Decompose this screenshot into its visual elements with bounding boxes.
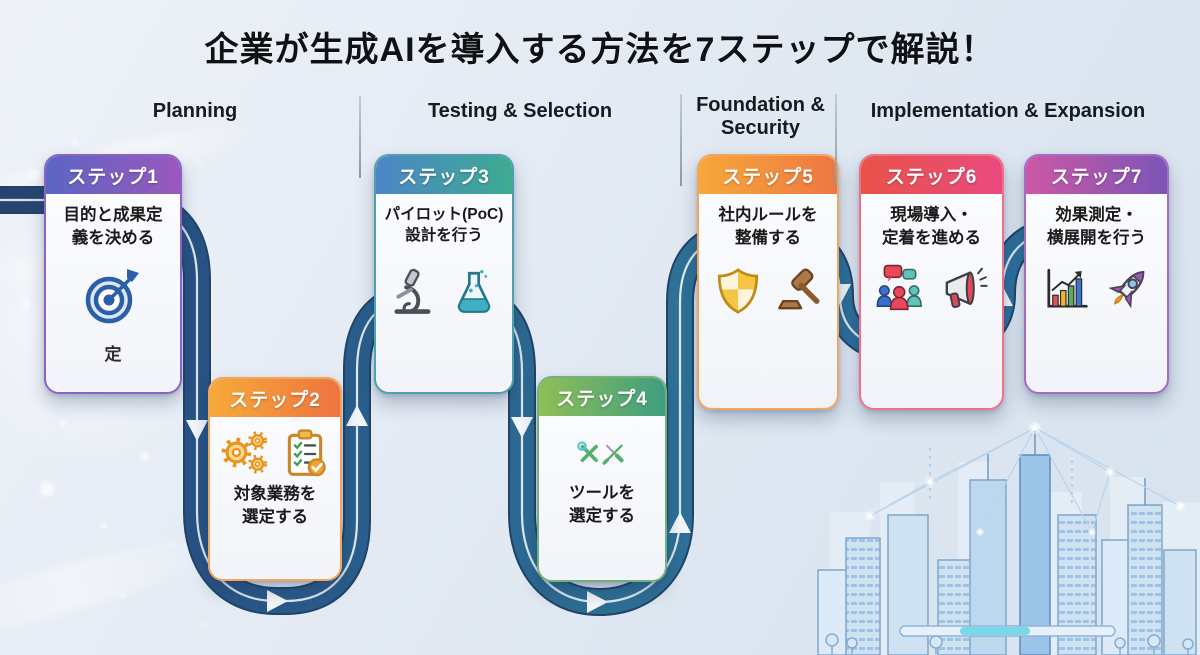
bokeh-dot [120,592,126,598]
step-note: 定 [104,344,122,364]
step-badge-label: ステップ7 [1050,166,1143,188]
phase-label-testing-selection: Testing & Selection [427,100,613,122]
step-badge: ステップ1 [46,156,180,194]
arrow-down [511,417,533,438]
clipboard-icon [287,429,326,477]
step-card-3: ステップ3 パイロット(PoC) 設計を行う [374,154,514,394]
arrow-down [186,420,208,441]
arrow-up [669,512,691,533]
step-title: 社内ルールを 整備する [718,206,818,247]
section-divider [680,94,682,186]
step-title: ツールを 選定する [569,484,635,525]
gears-icon [221,431,268,474]
people-icon [876,264,922,310]
step-badge: ステップ4 [539,378,665,416]
step-card-1: ステップ1 目的と成果定 義を決める 定 [44,154,182,394]
city-skyline-illustration [817,422,1200,655]
step-card-7: ステップ7 効果測定・ 横展開を行う [1024,154,1169,394]
step-card-4: ステップ4 ツールを 選定する [537,376,667,582]
step-title: 現場導入・ 定着を進める [882,206,981,247]
gavel-icon [778,268,820,309]
step-badge-label: ステップ4 [556,388,648,410]
target-icon [85,268,139,323]
step-badge-label: ステップ1 [67,166,159,188]
step-badge-label: ステップ2 [229,389,321,411]
step-card-6: ステップ6 現場導入・ 定着を進める [859,154,1004,410]
bokeh-dot [140,452,149,461]
bokeh-dot [60,420,66,426]
bokeh-dot [22,300,30,308]
arrow-right [587,591,608,613]
arrow-up [346,405,368,426]
arrow-right [267,590,288,612]
section-divider [359,96,361,178]
step-title: パイロット(PoC) 設計を行う [384,206,504,245]
flask-icon [457,269,491,313]
bokeh-dot [202,622,207,627]
bokeh-dot [170,542,175,547]
bokeh-dot [100,522,107,529]
step-card-5: ステップ5 社内ルールを 整備する [697,154,839,410]
phase-label-foundation-security: Foundation & Security [696,94,825,139]
bokeh-dot [40,482,54,496]
step-badge: ステップ3 [376,156,512,194]
flow-arrows [186,284,1013,613]
chart-icon [1046,268,1088,308]
shield-icon [717,267,759,314]
section-divider [835,94,837,186]
step-badge-label: ステップ6 [885,166,978,188]
step-badge: ステップ6 [861,156,1002,194]
megaphone-icon [945,267,988,308]
page-title: 企業が生成AIを導入する方法を7ステップで解説！ [204,31,996,69]
microscope-icon [394,268,431,314]
step-badge-label: ステップ5 [722,166,814,188]
step-badge-label: ステップ3 [398,166,490,188]
step-title: 効果測定・ 横展開を行う [1047,206,1146,247]
step-card-2: ステップ2 [208,377,342,581]
step-badge: ステップ2 [210,379,340,417]
step-badge: ステップ7 [1026,156,1167,194]
step-badge: ステップ5 [699,156,837,194]
step-title: 対象業務を 選定する [233,485,317,526]
step-title: 目的と成果定 義を決める [63,206,163,247]
phase-label-implementation-expansion: Implementation & Expansion [870,100,1146,122]
bokeh-dot [30,170,40,180]
bokeh-dot [196,160,201,165]
rocket-icon [1107,270,1144,308]
crossed-tools-icon [577,441,624,465]
phase-label-planning: Planning [152,100,238,122]
bokeh-dot [72,140,78,146]
